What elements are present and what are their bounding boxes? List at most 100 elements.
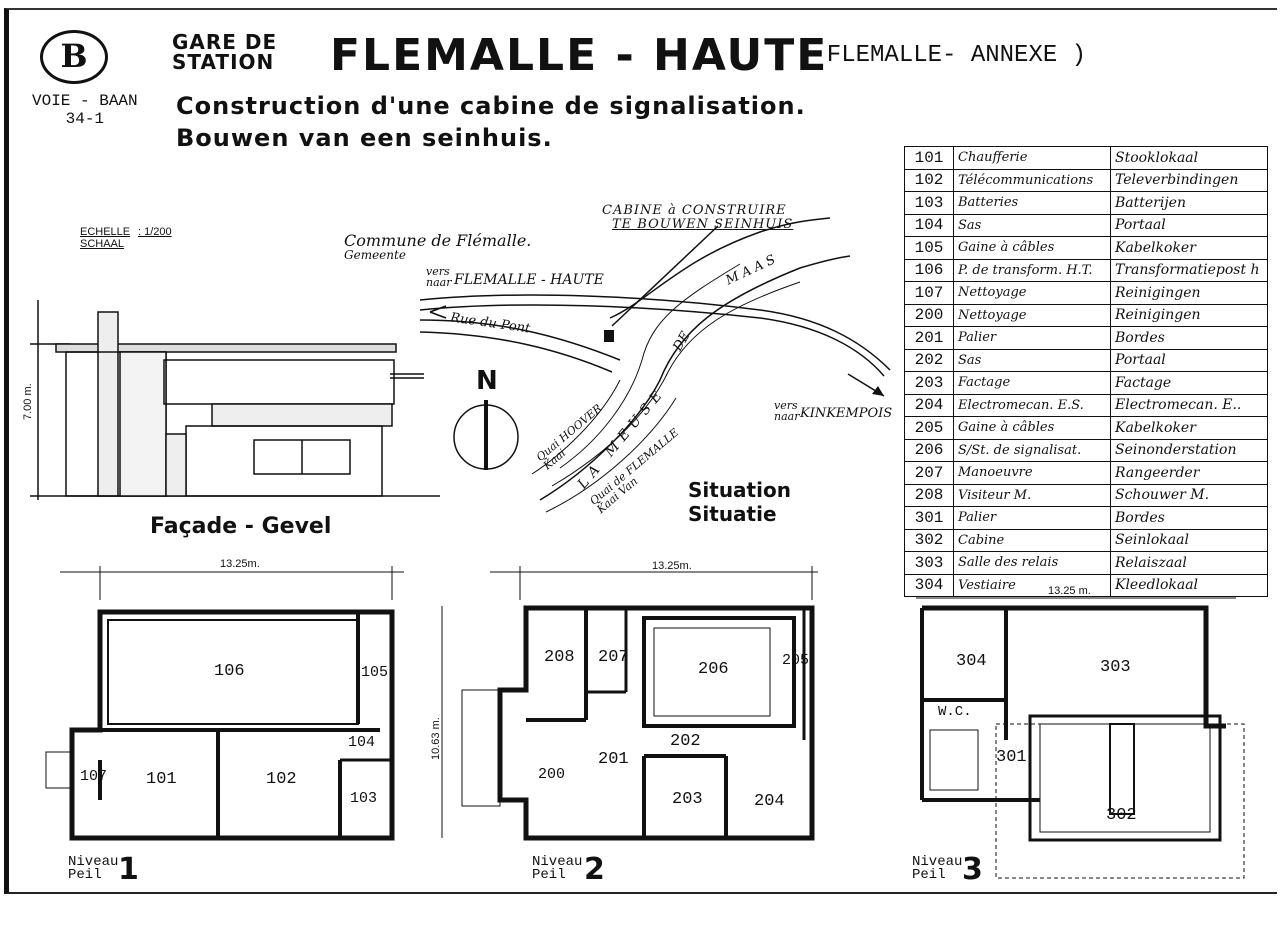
naar-east: naar bbox=[774, 410, 800, 423]
rue-du-pont-lower bbox=[419, 331, 613, 373]
level2-label: Niveau Peil bbox=[532, 854, 583, 883]
scale-label-fr: ECHELLE bbox=[80, 226, 131, 238]
legend-num-cell: 102 bbox=[904, 168, 954, 192]
room-wc: W.C. bbox=[938, 704, 972, 720]
level3-number: 3 bbox=[962, 852, 983, 887]
subtitle-nl: Bouwen van een seinhuis. bbox=[176, 124, 553, 152]
naar-west: naar bbox=[426, 276, 452, 289]
legend-fr-cell: Manoeuvre bbox=[953, 461, 1111, 485]
room-106: 106 bbox=[214, 662, 245, 681]
facade-label: Façade - Gevel bbox=[150, 514, 332, 539]
cabine-label: CABINE à CONSTRUIRE TE BOUWEN SEINHUIS bbox=[602, 204, 793, 232]
level1-number: 1 bbox=[118, 852, 139, 887]
plan-level-1 bbox=[45, 566, 404, 841]
legend-num-cell: 104 bbox=[904, 213, 954, 237]
facade-height-dimension: 7.00 m. bbox=[22, 383, 34, 420]
situation-label-fr: Situation bbox=[688, 478, 791, 502]
vers-naar-east: vers naar bbox=[774, 400, 799, 422]
room-301: 301 bbox=[996, 748, 1027, 767]
legend-fr-cell: Electromecan. E.S. bbox=[953, 393, 1111, 417]
legend-fr-cell: Batteries bbox=[953, 191, 1111, 215]
subtitle-fr: Construction d'une cabine de signalisati… bbox=[176, 92, 806, 120]
room-102: 102 bbox=[266, 770, 297, 789]
level2-niveau: Niveau bbox=[532, 854, 583, 870]
legend-nl-cell: Seinonderstation bbox=[1110, 438, 1268, 462]
room-202: 202 bbox=[670, 732, 701, 751]
commune-label-nl: Gemeente bbox=[344, 248, 406, 262]
plan2-width-dimension: 13.25m. bbox=[652, 560, 692, 572]
legend-num-cell: 106 bbox=[904, 258, 954, 282]
legend-num-cell: 200 bbox=[904, 303, 954, 327]
commune-label: Commune de Flémalle. Gemeente bbox=[344, 231, 532, 263]
level2-number: 2 bbox=[584, 852, 605, 887]
legend-nl-cell: Stooklokaal bbox=[1110, 146, 1268, 170]
quay-line-3 bbox=[531, 379, 621, 475]
legend-fr-cell: Sas bbox=[953, 213, 1111, 237]
rue-du-pont-upper bbox=[419, 319, 621, 361]
room-302: 302 bbox=[1106, 806, 1137, 825]
annexe-label: ( FLEMALLE- ANNEXE ) bbox=[798, 42, 1087, 69]
level3-peil: Peil bbox=[912, 867, 946, 883]
level2-peil: Peil bbox=[532, 867, 566, 883]
legend-nl-cell: Kleedlokaal bbox=[1110, 573, 1268, 597]
legend-fr-cell: Palier bbox=[953, 326, 1111, 350]
legend-num-cell: 107 bbox=[904, 281, 954, 305]
station-label: STATION bbox=[172, 50, 275, 74]
legend-fr-cell: Chaufferie bbox=[953, 146, 1111, 170]
river-bank-north bbox=[609, 217, 831, 319]
quay-line-4 bbox=[545, 397, 677, 513]
scale-label-nl: SCHAAL bbox=[80, 238, 125, 250]
legend-fr-cell: Vestiaire bbox=[953, 573, 1111, 597]
quay-line-2 bbox=[551, 281, 801, 487]
legend-num-cell: 208 bbox=[904, 483, 954, 507]
legend-fr-cell: Palier bbox=[953, 506, 1111, 530]
room-105: 105 bbox=[361, 664, 389, 681]
facade-drawing bbox=[30, 300, 440, 500]
room-203: 203 bbox=[672, 790, 703, 809]
commune-label-fr: Commune de Flémalle. bbox=[344, 231, 532, 250]
legend-nl-cell: Seinlokaal bbox=[1110, 528, 1268, 552]
plan-depth-dimension: 10.63 m. bbox=[430, 717, 442, 760]
room-204: 204 bbox=[754, 792, 785, 811]
cabine-location-marker bbox=[604, 330, 614, 342]
quay-line-1 bbox=[559, 263, 741, 469]
river-bank-south bbox=[539, 255, 851, 501]
legend-num-cell: 302 bbox=[904, 528, 954, 552]
legend-fr-cell: Salle des relais bbox=[953, 551, 1111, 575]
voie-label: VOIE - BAAN bbox=[32, 92, 138, 110]
scale-value: : 1/200 bbox=[138, 226, 172, 238]
legend-nl-cell: Bordes bbox=[1110, 506, 1268, 530]
room-304: 304 bbox=[956, 652, 987, 671]
level1-peil: Peil bbox=[68, 867, 102, 883]
vers-east: vers bbox=[774, 399, 798, 412]
legend-nl-cell: Kabelkoker bbox=[1110, 236, 1268, 260]
gare-station-label: GARE DE STATION bbox=[172, 32, 277, 72]
scale-label: ECHELLE SCHAAL bbox=[80, 226, 130, 250]
page-title: FLEMALLE - HAUTE bbox=[330, 30, 829, 81]
arrow-east-head bbox=[872, 386, 884, 396]
north-label: N bbox=[476, 366, 498, 396]
room-200: 200 bbox=[538, 766, 566, 783]
sncb-logo: B bbox=[40, 30, 108, 84]
legend-num-cell: 304 bbox=[904, 573, 954, 597]
legend-nl-cell: Electromecan. E.. bbox=[1110, 393, 1268, 417]
room-101: 101 bbox=[146, 770, 177, 789]
legend-num-cell: 202 bbox=[904, 348, 954, 372]
level1-label: Niveau Peil bbox=[68, 855, 118, 883]
cabine-pointer bbox=[611, 225, 719, 327]
gare-label: GARE DE bbox=[172, 30, 278, 54]
cabine-label-nl: TE BOUWEN SEINHUIS bbox=[612, 217, 794, 232]
cabine-label-fr: CABINE à CONSTRUIRE bbox=[602, 203, 787, 218]
room-208: 208 bbox=[544, 648, 575, 667]
room-205: 205 bbox=[782, 652, 810, 669]
